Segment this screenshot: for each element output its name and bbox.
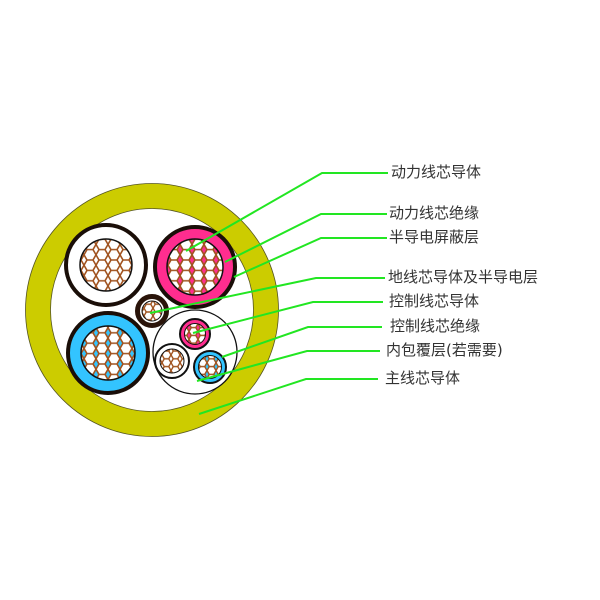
label-inner-covering: 内包覆层(若需要) xyxy=(386,341,503,359)
power-core-white xyxy=(64,223,148,307)
label-control-insulation: 控制线芯绝缘 xyxy=(390,317,481,335)
leader-line-power-insulation xyxy=(224,213,387,263)
leader-line-control-insulation xyxy=(221,326,382,358)
label-earth-conductor: 地线芯导体及半导电层 xyxy=(388,268,539,286)
label-control-conductor: 控制线芯导体 xyxy=(389,292,480,310)
control-core-bundle xyxy=(152,309,238,395)
label-semiconductive-screen: 半导电屏蔽层 xyxy=(389,228,480,246)
power-core-pink xyxy=(153,225,237,309)
leader-line-semiconductive-screen xyxy=(233,237,387,278)
control-core-white xyxy=(154,343,190,379)
control-core-pink xyxy=(179,318,211,350)
power-core-blue xyxy=(66,311,150,395)
label-power-conductor: 动力线芯导体 xyxy=(391,163,482,181)
leader-line-control-conductor xyxy=(192,301,383,334)
leader-line-power-conductor xyxy=(185,172,388,252)
earth-core xyxy=(135,294,169,328)
leader-line-main-conductor xyxy=(198,378,378,415)
leader-line-inner-covering xyxy=(196,350,380,382)
leader-line-earth-conductor xyxy=(149,277,385,314)
label-main-conductor: 主线芯导体 xyxy=(385,369,461,387)
leader-lines xyxy=(149,172,388,415)
label-power-insulation: 动力线芯绝缘 xyxy=(389,204,480,222)
